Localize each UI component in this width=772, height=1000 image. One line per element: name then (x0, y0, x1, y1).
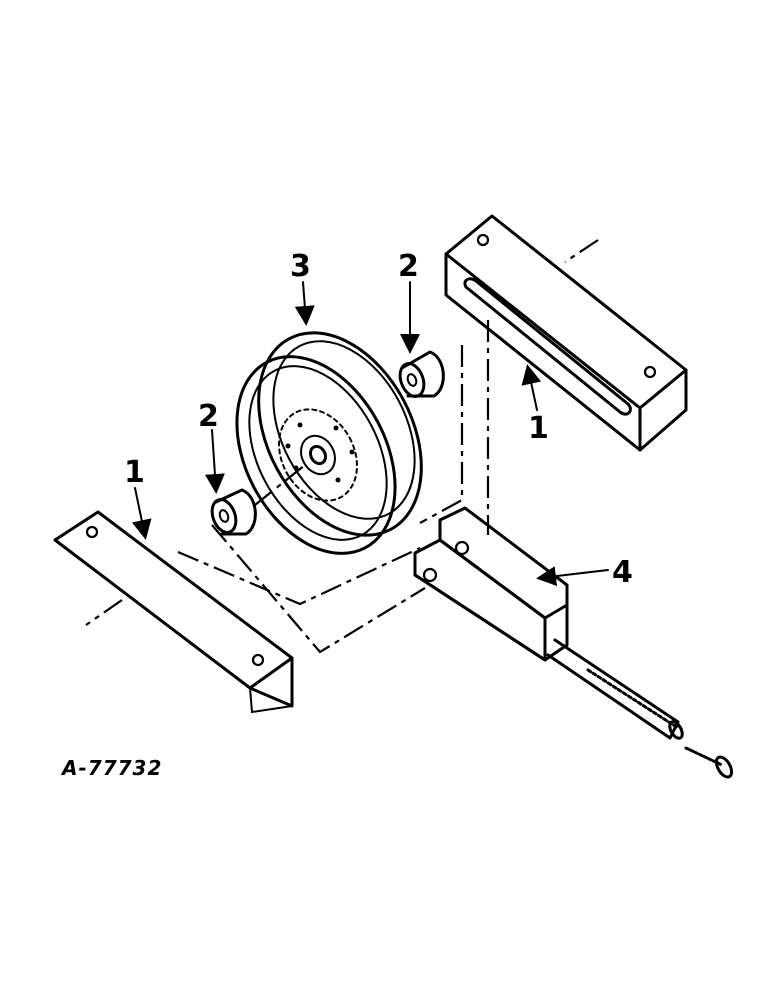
callout-adjuster-bracket: 4 (612, 555, 633, 590)
pulley (235, 331, 423, 555)
callout-spacer-upper: 2 (398, 249, 419, 284)
adjuster-bracket (413, 506, 684, 740)
lower-spacer (210, 488, 257, 536)
callout-spacer-lower: 2 (198, 399, 219, 434)
callout-bracket-left: 1 (124, 455, 145, 490)
callout-pulley: 3 (290, 249, 311, 284)
threaded-stud (684, 746, 734, 779)
callout-bracket-right: 1 (528, 411, 549, 446)
figure-reference: A-77732 (60, 756, 162, 780)
right-slotted-bracket (444, 214, 688, 452)
assembly-centerlines (85, 239, 599, 654)
callout-leaders (131, 281, 609, 587)
upper-spacer (398, 350, 445, 398)
left-angle-bracket (53, 510, 294, 714)
